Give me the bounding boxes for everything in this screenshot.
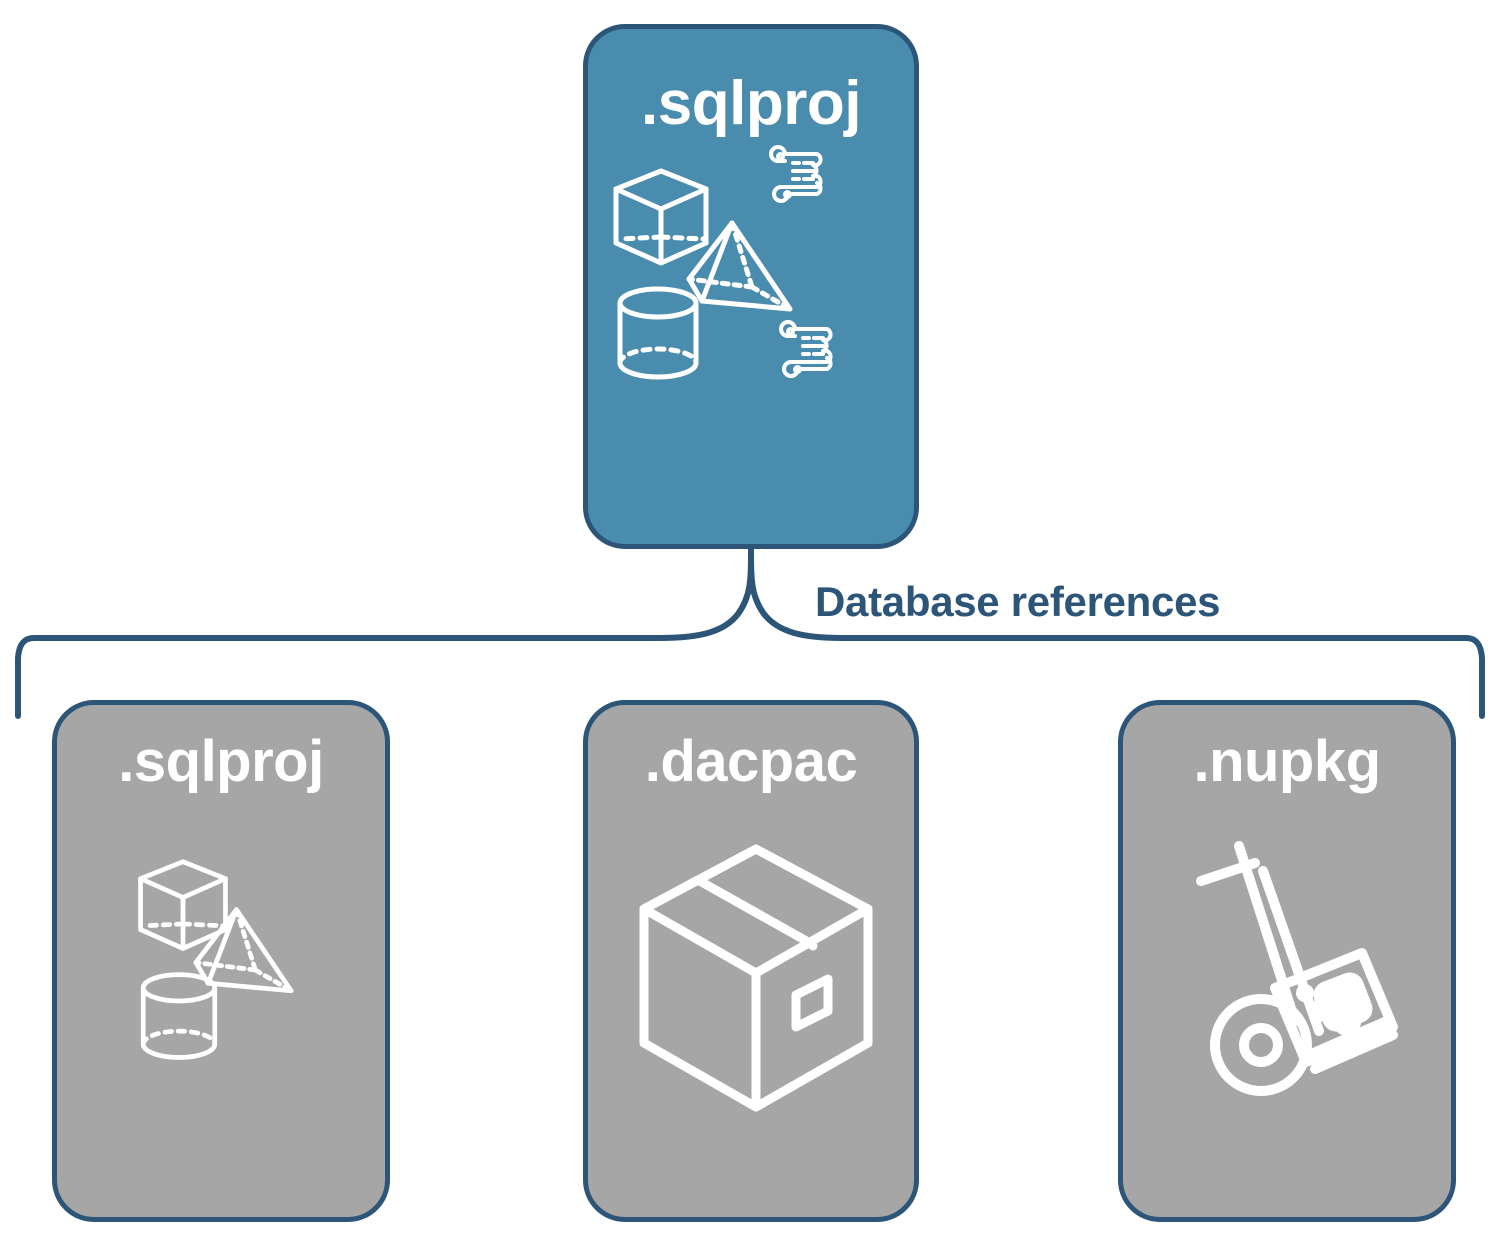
package-box-icon [639, 844, 873, 1112]
card-child-nupkg[interactable]: .nupkg [1118, 700, 1456, 1222]
card-child-dacpac-title: .dacpac [644, 729, 858, 794]
cylinder-wireframe-icon [140, 972, 218, 1060]
card-child-nupkg-icon-area [1123, 791, 1451, 1217]
scroll-icon [779, 320, 833, 378]
card-child-sqlproj-title: .sqlproj [118, 729, 324, 794]
cylinder-wireframe-icon [617, 286, 699, 380]
card-child-dacpac[interactable]: .dacpac [583, 700, 919, 1222]
hand-truck-package-icon [1196, 841, 1398, 1096]
card-root-sqlproj[interactable]: .sqlproj [583, 24, 919, 549]
card-child-sqlproj-icon-area [57, 791, 385, 1217]
cube-wireframe-icon [613, 168, 709, 266]
card-root-icon-area [588, 135, 914, 544]
card-child-sqlproj[interactable]: .sqlproj [52, 700, 390, 1222]
pyramid-wireframe-icon [193, 907, 294, 994]
card-child-nupkg-title: .nupkg [1193, 729, 1381, 794]
card-child-dacpac-icon-area [588, 791, 914, 1217]
cube-wireframe-icon [138, 859, 228, 951]
scroll-icon [769, 145, 823, 203]
pyramid-wireframe-icon [686, 220, 793, 312]
card-root-title: .sqlproj [641, 69, 861, 138]
bracket-label: Database references [815, 578, 1221, 625]
